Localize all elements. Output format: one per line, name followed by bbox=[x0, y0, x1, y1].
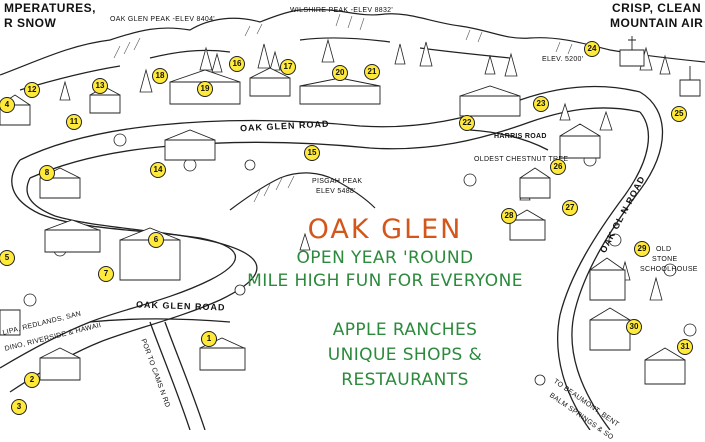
map-marker[interactable]: 22 bbox=[459, 115, 475, 131]
map-marker[interactable]: 2 bbox=[24, 372, 40, 388]
oak-glen-title: OAK GLEN bbox=[307, 214, 463, 245]
map-marker[interactable]: 13 bbox=[92, 78, 108, 94]
top-left-text-line-1: MPERATURES, bbox=[4, 1, 96, 15]
oldest-chestnut-tree-label: OLDEST CHESTNUT TREE bbox=[474, 156, 569, 163]
tagline-mile-high-fun: MILE HIGH FUN FOR EVERYONE bbox=[247, 271, 523, 291]
elevation-5200-label: ELEV. 5200' bbox=[542, 56, 584, 63]
map-marker[interactable]: 30 bbox=[626, 319, 642, 335]
map-marker[interactable]: 8 bbox=[39, 165, 55, 181]
mountain-range bbox=[0, 8, 705, 211]
top-left-text-line-2: R SNOW bbox=[4, 16, 57, 30]
map-marker[interactable]: 5 bbox=[0, 250, 15, 266]
pisgah-peak-label: PISGAH PEAK bbox=[312, 178, 363, 185]
map-marker[interactable]: 14 bbox=[150, 162, 166, 178]
map-marker[interactable]: 29 bbox=[634, 241, 650, 257]
map-marker[interactable]: 19 bbox=[197, 81, 213, 97]
promo-apple-ranches: APPLE RANCHES bbox=[332, 320, 478, 340]
harris-road-label: HARRIS ROAD bbox=[494, 133, 547, 140]
map-marker[interactable]: 18 bbox=[152, 68, 168, 84]
oak-glen-map-drawing bbox=[0, 8, 705, 430]
pisgah-peak-elevation: ELEV 5488' bbox=[316, 188, 356, 195]
map-marker[interactable]: 23 bbox=[533, 96, 549, 112]
map-marker[interactable]: 28 bbox=[501, 208, 517, 224]
schoolhouse-label-line-2: STONE bbox=[652, 256, 678, 263]
map-marker[interactable]: 24 bbox=[584, 41, 600, 57]
map-marker[interactable]: 31 bbox=[677, 339, 693, 355]
map-marker[interactable]: 1 bbox=[201, 331, 217, 347]
map-marker[interactable]: 17 bbox=[280, 59, 296, 75]
map-marker[interactable]: 7 bbox=[98, 266, 114, 282]
schoolhouse-label-line-1: OLD bbox=[656, 246, 672, 253]
promo-unique-shops: UNIQUE SHOPS & bbox=[327, 345, 483, 365]
promo-restaurants: RESTAURANTS bbox=[341, 370, 469, 390]
map-marker[interactable]: 27 bbox=[562, 200, 578, 216]
map-marker[interactable]: 20 bbox=[332, 65, 348, 81]
map-marker[interactable]: 11 bbox=[66, 114, 82, 130]
map-marker[interactable]: 16 bbox=[229, 56, 245, 72]
mountain-hatching bbox=[113, 13, 573, 203]
wilshire-peak-label: WILSHIRE PEAK -ELEV 8832' bbox=[290, 7, 393, 14]
map-marker[interactable]: 12 bbox=[24, 82, 40, 98]
roads bbox=[0, 85, 664, 430]
map-marker[interactable]: 3 bbox=[11, 399, 27, 415]
top-right-text-line-1: CRISP, CLEAN bbox=[612, 1, 702, 15]
oak-glen-peak-label: OAK GLEN PEAK -ELEV 8404' bbox=[110, 16, 215, 23]
map-marker[interactable]: 6 bbox=[148, 232, 164, 248]
map-marker[interactable]: 26 bbox=[550, 159, 566, 175]
schoolhouse-label-line-3: SCHOOLHOUSE bbox=[640, 266, 698, 273]
map-marker[interactable]: 21 bbox=[364, 64, 380, 80]
top-right-text-line-2: MOUNTAIN AIR bbox=[610, 16, 704, 30]
tagline-open-year-round: OPEN YEAR 'ROUND bbox=[296, 248, 474, 268]
map-marker[interactable]: 25 bbox=[671, 106, 687, 122]
map-marker[interactable]: 15 bbox=[304, 145, 320, 161]
map-marker[interactable]: 4 bbox=[0, 97, 15, 113]
buildings bbox=[0, 36, 701, 385]
